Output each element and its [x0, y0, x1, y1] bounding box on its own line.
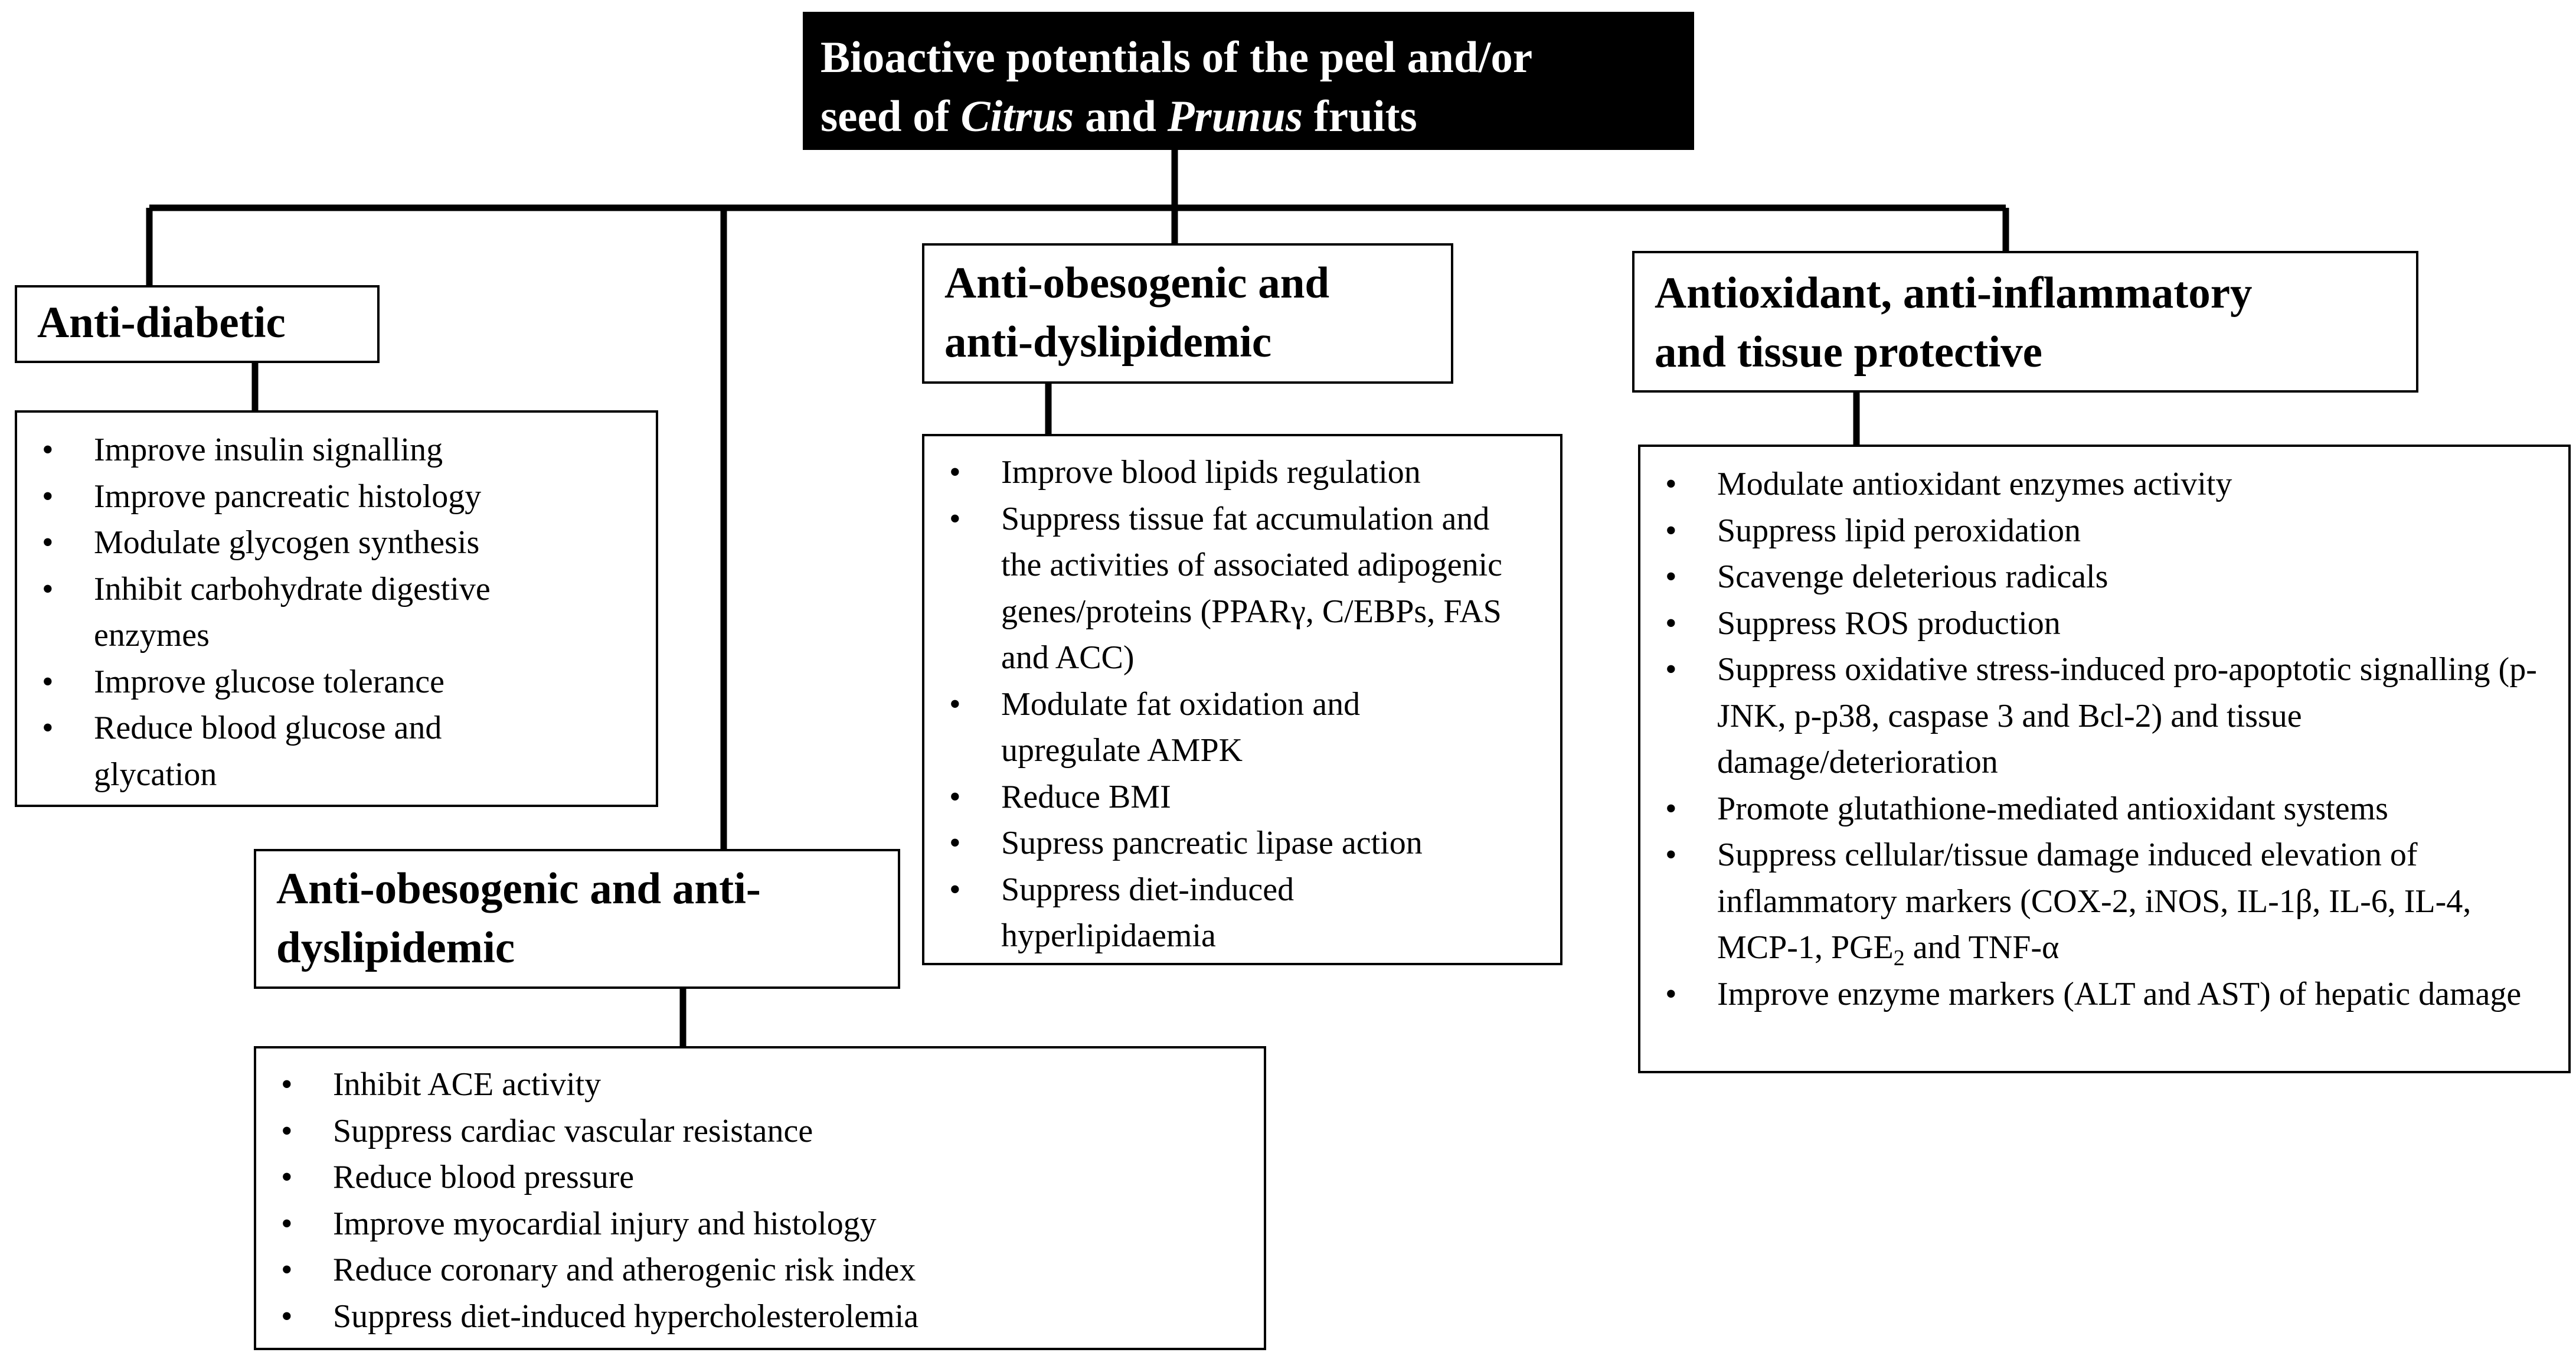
title-text: fruits	[1303, 92, 1417, 141]
list-item: Reduce coronary and atherogenic risk ind…	[256, 1247, 1264, 1293]
list-item: Improve insulin signalling	[17, 427, 656, 473]
title-citrus: Citrus	[960, 92, 1074, 141]
list-item: Inhibit carbohydrate digestive enzymes	[17, 566, 607, 659]
center-anti-obesogenic-list: Improve blood lipids regulation Suppress…	[922, 434, 1562, 965]
title-line-1: Bioactive potentials of the peel and/or	[820, 33, 1533, 82]
list-item: Suppress cardiac vascular resistance	[256, 1108, 1264, 1155]
list-item-text: and TNF-α	[1904, 929, 2060, 966]
antioxidant-heading-line-2: and tissue protective	[1655, 328, 2042, 377]
antioxidant-heading-box: Antioxidant, anti-inflammatory and tissu…	[1632, 251, 2418, 393]
list-item-text: Suppress cellular/tissue damage induced …	[1717, 837, 2472, 966]
anti-diabetic-heading-box: Anti-diabetic	[15, 285, 380, 363]
lower-heading-line-2: dyslipidemic	[276, 923, 515, 972]
center-heading-line-2: anti-dyslipidemic	[944, 318, 1272, 367]
list-item: Modulate fat oxidation and upregulate AM…	[924, 681, 1485, 774]
list-item: Suppress diet-induced hyperlipidaemia	[924, 867, 1414, 959]
list-item: Suppress diet-induced hypercholesterolem…	[256, 1293, 1264, 1340]
anti-diabetic-list: Improve insulin signalling Improve pancr…	[15, 410, 658, 807]
diagram-title: Bioactive potentials of the peel and/or …	[803, 12, 1694, 150]
title-text: and	[1074, 92, 1168, 141]
list-item: Improve glucose tolerance	[17, 659, 656, 705]
center-heading-line-1: Anti-obesogenic and	[944, 259, 1330, 308]
list-item: Scavenge deleterious radicals	[1640, 554, 2568, 600]
list-item: Suppress cellular/tissue damage induced …	[1640, 832, 2538, 971]
list-item: Inhibit ACE activity	[256, 1061, 1264, 1108]
title-prunus: Prunus	[1167, 92, 1303, 141]
list-item: Suppress lipid peroxidation	[1640, 508, 2568, 554]
list-item: Improve blood lipids regulation	[924, 449, 1560, 496]
list-item: Reduce blood pressure	[256, 1154, 1264, 1201]
list-item: Reduce blood glucose and glycation	[17, 705, 554, 798]
list-item: Suppress ROS production	[1640, 600, 2568, 647]
list-item: Improve enzyme markers (ALT and AST) of …	[1640, 971, 2538, 1018]
antioxidant-heading-line-1: Antioxidant, anti-inflammatory	[1655, 269, 2253, 318]
subscript-2: 2	[1893, 946, 1905, 971]
list-item: Supress pancreatic lipase action	[924, 820, 1560, 867]
anti-diabetic-heading: Anti-diabetic	[37, 298, 286, 347]
antioxidant-list: Modulate antioxidant enzymes activity Su…	[1638, 445, 2571, 1073]
lower-heading-line-1: Anti-obesogenic and anti-	[276, 864, 761, 913]
title-text: seed of	[820, 92, 961, 141]
title-line-2: seed of Citrus and Prunus fruits	[820, 87, 1694, 146]
list-item: Reduce BMI	[924, 774, 1560, 821]
list-item: Suppress oxidative stress-induced pro-ap…	[1640, 646, 2538, 786]
lower-anti-obesogenic-heading-box: Anti-obesogenic and anti- dyslipidemic	[254, 849, 900, 989]
list-item: Suppress tissue fat accumulation and the…	[924, 496, 1532, 681]
list-item: Modulate antioxidant enzymes activity	[1640, 461, 2568, 508]
list-item: Improve pancreatic histology	[17, 473, 656, 520]
lower-anti-obesogenic-list: Inhibit ACE activity Suppress cardiac va…	[254, 1046, 1266, 1350]
list-item: Promote glutathione-mediated antioxidant…	[1640, 786, 2568, 832]
list-item: Improve myocardial injury and histology	[256, 1201, 1264, 1247]
center-anti-obesogenic-heading-box: Anti-obesogenic and anti-dyslipidemic	[922, 243, 1453, 384]
list-item: Modulate glycogen synthesis	[17, 520, 656, 566]
